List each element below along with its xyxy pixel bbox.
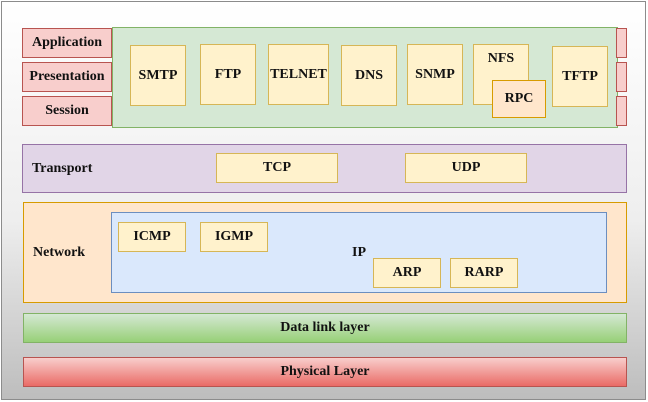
physical-layer-box: Physical Layer (23, 357, 627, 387)
rarp-box: RARP (450, 258, 518, 288)
rpc-box: RPC (492, 80, 546, 118)
tftp-box: TFTP (552, 46, 608, 107)
right-edge-tab-middle (616, 62, 627, 92)
transport-label: Transport (32, 160, 93, 176)
right-edge-tab-top (616, 28, 627, 58)
telnet-box: TELNET (268, 44, 329, 105)
session-layer-box: Session (22, 96, 112, 126)
ftp-box: FTP (200, 44, 256, 105)
smtp-box: SMTP (130, 45, 186, 106)
data-link-layer-box: Data link layer (23, 313, 627, 343)
igmp-box: IGMP (200, 222, 268, 252)
tcp-box: TCP (216, 153, 338, 183)
presentation-layer-box: Presentation (22, 62, 112, 92)
snmp-box: SNMP (407, 44, 463, 105)
icmp-box: ICMP (118, 222, 186, 252)
udp-box: UDP (405, 153, 527, 183)
application-layer-box: Application (22, 28, 112, 58)
network-label: Network (33, 244, 86, 260)
dns-box: DNS (341, 45, 397, 106)
ip-box: IP (111, 212, 607, 293)
arp-box: ARP (373, 258, 441, 288)
right-edge-tab-bottom (616, 96, 627, 126)
